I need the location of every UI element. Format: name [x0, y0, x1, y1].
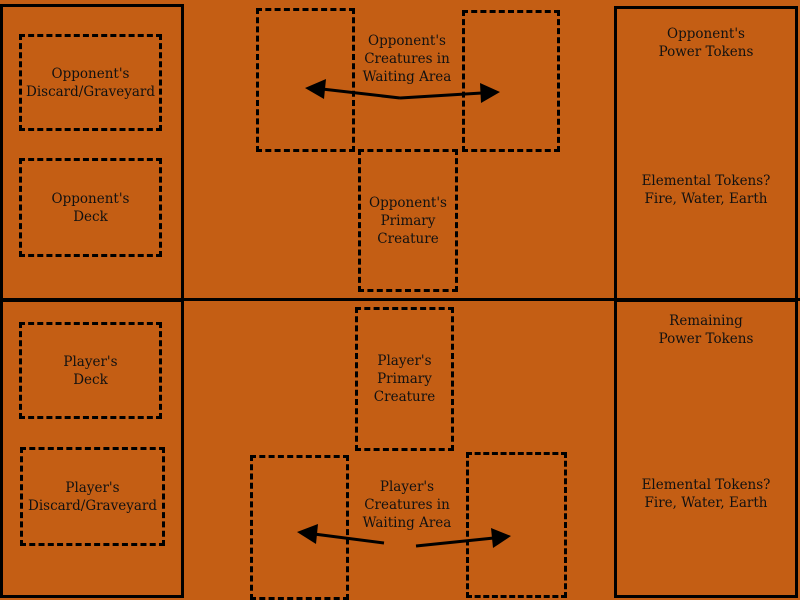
player-waiting-label: Player's Creatures in Waiting Area: [340, 478, 474, 532]
player-primary-label-line1: Player's: [377, 353, 432, 369]
opponent-waiting-label-line1: Opponent's: [368, 33, 446, 49]
center-divider-line: [0, 298, 800, 301]
player-elemental-tokens-label: Elemental Tokens? Fire, Water, Earth: [614, 476, 798, 512]
opponent-elemental-tokens-label: Elemental Tokens? Fire, Water, Earth: [614, 172, 798, 208]
player-waiting-label-line3: Waiting Area: [362, 515, 452, 531]
opponent-waiting-slot-left[interactable]: [256, 8, 355, 152]
player-deck-label-line1: Player's: [63, 353, 118, 370]
player-deck-label-line2: Deck: [73, 371, 108, 388]
opponent-discard-label-line2: Discard/Graveyard: [26, 83, 155, 100]
player-elemental-line1: Elemental Tokens?: [641, 477, 771, 493]
opponent-primary-label-line1: Opponent's: [369, 194, 447, 211]
player-waiting-label-line2: Creatures in: [364, 497, 450, 513]
player-discard-zone[interactable]: Player's Discard/Graveyard: [20, 447, 165, 546]
opponent-elemental-line1: Elemental Tokens?: [641, 173, 771, 189]
player-power-tokens-line2: Power Tokens: [658, 331, 754, 347]
player-discard-label-line2: Discard/Graveyard: [28, 497, 157, 514]
opponent-elemental-line2: Fire, Water, Earth: [644, 191, 768, 207]
player-primary-creature-zone[interactable]: Player's Primary Creature: [355, 307, 454, 451]
player-waiting-slot-right[interactable]: [466, 452, 567, 598]
opponent-discard-zone[interactable]: Opponent's Discard/Graveyard: [19, 34, 162, 131]
player-discard-label-line1: Player's: [65, 479, 120, 496]
opponent-primary-label-line2: Primary: [380, 212, 436, 229]
player-deck-zone[interactable]: Player's Deck: [19, 322, 162, 419]
opponent-deck-label-line2: Deck: [73, 208, 108, 225]
opponent-discard-label-line1: Opponent's: [51, 65, 130, 82]
player-primary-label-line3: Creature: [373, 389, 436, 405]
opponent-power-tokens-line1: Opponent's: [667, 26, 745, 42]
opponent-primary-label-line3: Creature: [377, 230, 439, 247]
opponent-deck-zone[interactable]: Opponent's Deck: [19, 158, 162, 257]
opponent-waiting-slot-right[interactable]: [462, 10, 560, 152]
opponent-deck-label-line1: Opponent's: [51, 190, 130, 207]
opponent-primary-creature-zone[interactable]: Opponent's Primary Creature: [358, 149, 458, 292]
player-elemental-line2: Fire, Water, Earth: [644, 495, 768, 511]
player-power-tokens-label: Remaining Power Tokens: [614, 312, 798, 348]
opponent-waiting-label: Opponent's Creatures in Waiting Area: [340, 32, 474, 86]
opponent-waiting-label-line2: Creatures in: [364, 51, 450, 67]
player-primary-label-line2: Primary: [377, 371, 432, 387]
player-power-tokens-line1: Remaining: [669, 313, 743, 329]
opponent-waiting-label-line3: Waiting Area: [362, 69, 452, 85]
opponent-power-tokens-line2: Power Tokens: [658, 44, 754, 60]
player-waiting-label-line1: Player's: [379, 479, 435, 495]
opponent-power-tokens-label: Opponent's Power Tokens: [614, 25, 798, 61]
player-waiting-slot-left[interactable]: [250, 455, 349, 600]
